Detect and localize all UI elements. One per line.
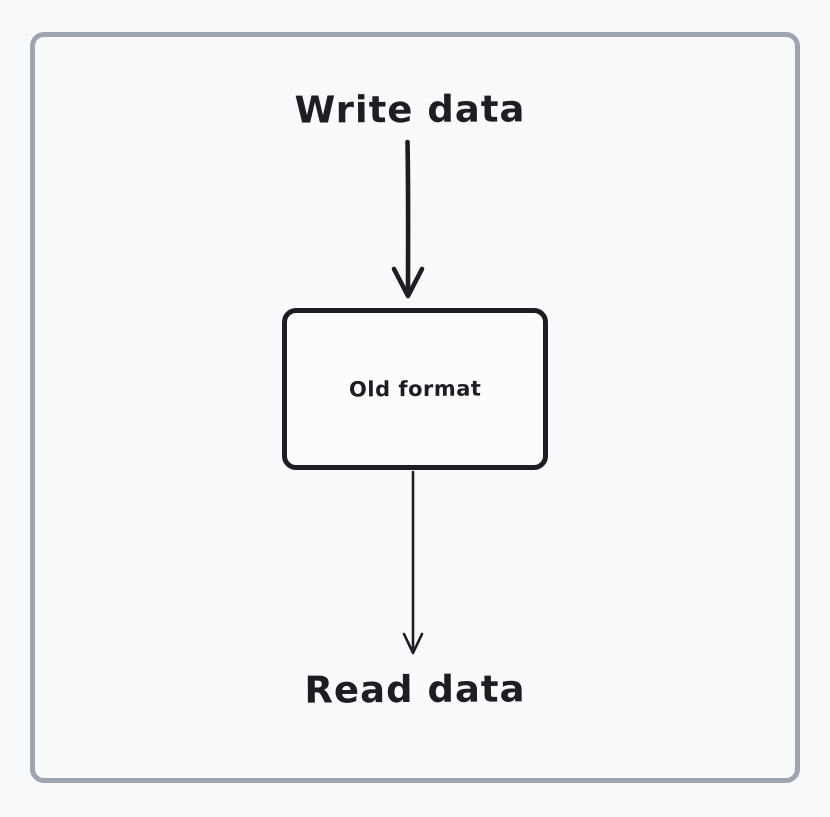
old-format-label: Old format [348, 376, 482, 402]
write-data-label: Write data [294, 87, 526, 132]
read-data-label: Read data [304, 667, 526, 712]
old-format-node: Old format [282, 308, 548, 470]
